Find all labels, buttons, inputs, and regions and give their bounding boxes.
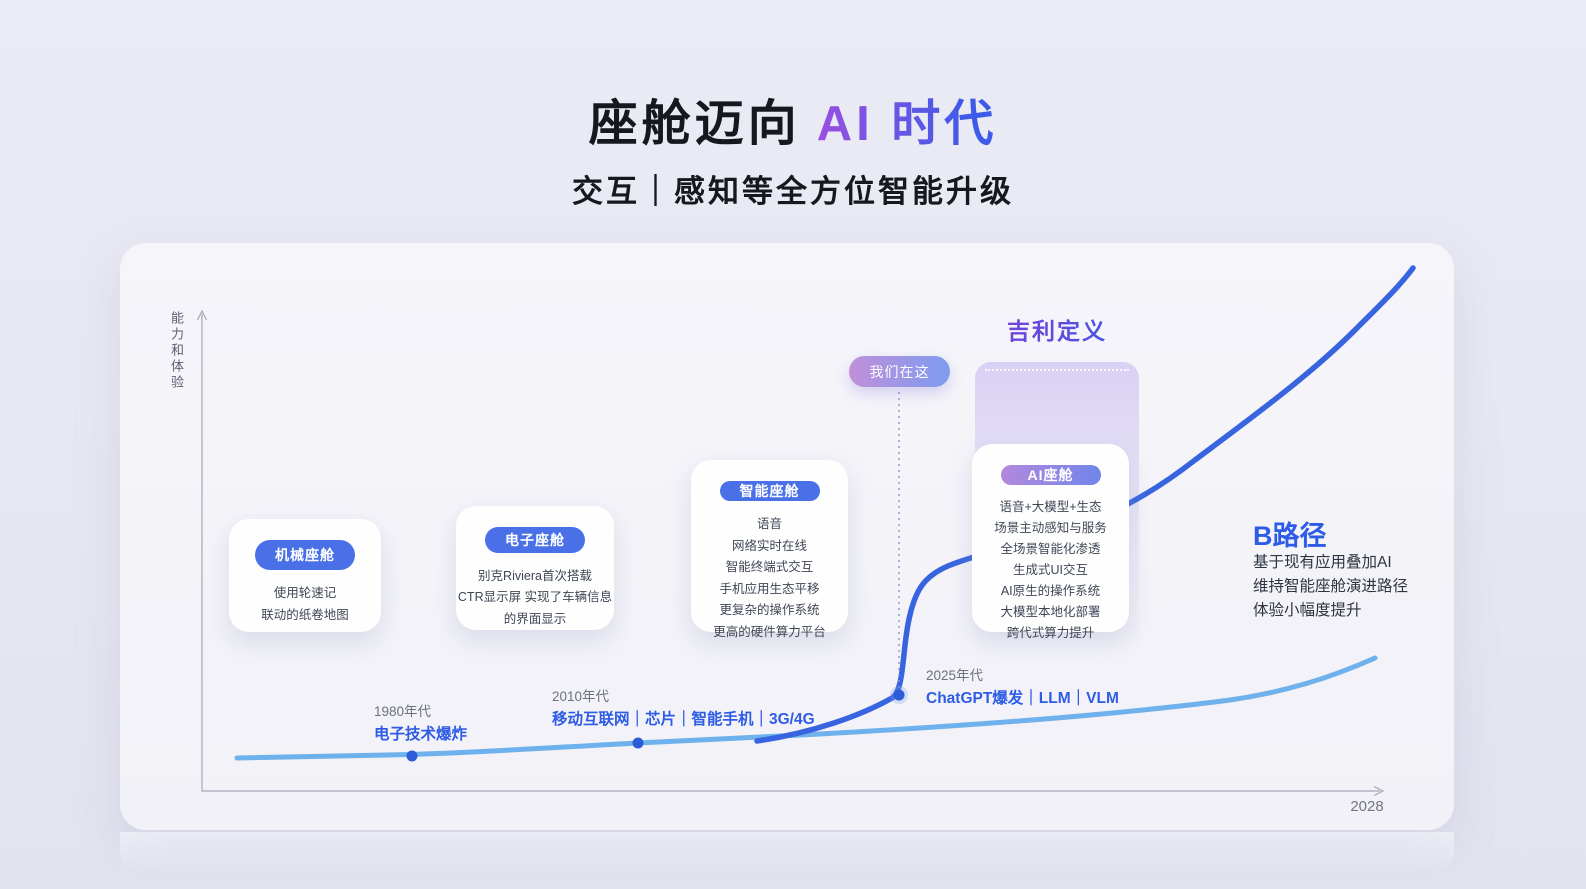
page-title-highlight: AI 时代 xyxy=(816,97,998,151)
stage-card-electronic-cockpit: 电子座舱 别克Riviera首次搭载 CTR显示屏 实现了车辆信息 的界面显示 xyxy=(456,506,614,630)
stage-line: 更高的硬件算力平台 xyxy=(713,624,826,639)
stage-pill-smart: 智能座舱 xyxy=(719,481,820,501)
we-are-here-badge: 我们在这 xyxy=(849,356,950,387)
b-path-title: B路径 xyxy=(1253,521,1327,551)
b-path-description: 基于现有应用叠加AI 维持智能座舱演进路径 体验小幅度提升 xyxy=(1253,551,1408,623)
milestone-2010s: 2010年代 移动互联网｜芯片｜智能手机｜3G/4G xyxy=(552,685,815,729)
stage-line: 的界面显示 xyxy=(503,611,567,626)
milestone-1980s: 1980年代 电子技术爆炸 xyxy=(374,700,467,744)
stage-body-mechanical: 使用轮速记 联动的纸卷地图 xyxy=(229,583,381,626)
page-title-prefix: 座舱迈向 xyxy=(588,97,801,151)
stage-pill-mechanical: 机械座舱 xyxy=(255,540,355,570)
stage-line: 全场景智能化渗透 xyxy=(1000,542,1101,556)
zone-dotted-border xyxy=(985,369,1129,371)
stage-line: 大模型本地化部署 xyxy=(1000,605,1101,619)
stage-pill-electronic: 电子座舱 xyxy=(485,527,585,553)
stage-line: 语音+大模型+生态 xyxy=(999,500,1102,514)
stage-line: 别克Riviera首次搭载 xyxy=(478,568,592,583)
stage-line: 生成式UI交互 xyxy=(1012,563,1088,577)
milestone-era: 2010年代 xyxy=(552,689,610,704)
stage-line: 联动的纸卷地图 xyxy=(261,607,349,622)
b-path-line: 维持智能座舱演进路径 xyxy=(1253,578,1409,595)
stage-line: 智能终端式交互 xyxy=(725,560,814,574)
stage-line: 场景主动感知与服务 xyxy=(994,521,1107,535)
b-path-line: 体验小幅度提升 xyxy=(1253,602,1362,619)
milestone-era: 1980年代 xyxy=(374,704,432,719)
stage-pill-ai: AI座舱 xyxy=(1000,465,1101,485)
stage-line: CTR显示屏 实现了车辆信息 xyxy=(457,590,613,604)
x-axis-tick-2028: 2028 xyxy=(1350,798,1384,815)
milestone-event: 电子技术爆炸 xyxy=(374,726,468,743)
b-path-line: 基于现有应用叠加AI xyxy=(1253,554,1392,571)
stage-body-smart: 语音 网络实时在线 智能终端式交互 手机应用生态平移 更复杂的操作系统 更高的硬… xyxy=(691,514,848,643)
stage-card-ai-cockpit: AI座舱 语音+大模型+生态 场景主动感知与服务 全场景智能化渗透 生成式UI交… xyxy=(972,444,1129,640)
panel-reflection xyxy=(120,832,1454,876)
milestone-2025s: 2025年代 ChatGPT爆发｜LLM｜VLM xyxy=(926,664,1119,708)
stage-body-ai: 语音+大模型+生态 场景主动感知与服务 全场景智能化渗透 生成式UI交互 AI原… xyxy=(972,497,1129,644)
stage-card-smart-cockpit: 智能座舱 语音 网络实时在线 智能终端式交互 手机应用生态平移 更复杂的操作系统… xyxy=(691,460,848,639)
stage-line: 跨代式算力提升 xyxy=(1006,626,1095,640)
stage-line: 语音 xyxy=(756,517,782,531)
page-title: 座舱迈向 AI 时代 xyxy=(0,84,1586,155)
y-axis-label: 能力和体验 xyxy=(169,311,184,391)
stage-line: 手机应用生态平移 xyxy=(719,581,820,596)
geely-definition-title: 吉利定义 xyxy=(977,312,1137,346)
stage-body-electronic: 别克Riviera首次搭载 CTR显示屏 实现了车辆信息 的界面显示 xyxy=(456,566,614,631)
stage-line: 网络实时在线 xyxy=(731,538,807,553)
milestone-era: 2025年代 xyxy=(926,668,984,683)
milestone-event: ChatGPT爆发｜LLM｜VLM xyxy=(926,690,1119,707)
stage-line: 更复杂的操作系统 xyxy=(719,603,820,617)
page-subtitle: 交互｜感知等全方位智能升级 xyxy=(572,174,1014,209)
stage-line: AI原生的操作系统 xyxy=(1000,584,1101,598)
stage-line: 使用轮速记 xyxy=(273,586,337,600)
milestone-event: 移动互联网｜芯片｜智能手机｜3G/4G xyxy=(552,711,815,728)
stage-card-mechanical-cockpit: 机械座舱 使用轮速记 联动的纸卷地图 xyxy=(229,519,381,632)
